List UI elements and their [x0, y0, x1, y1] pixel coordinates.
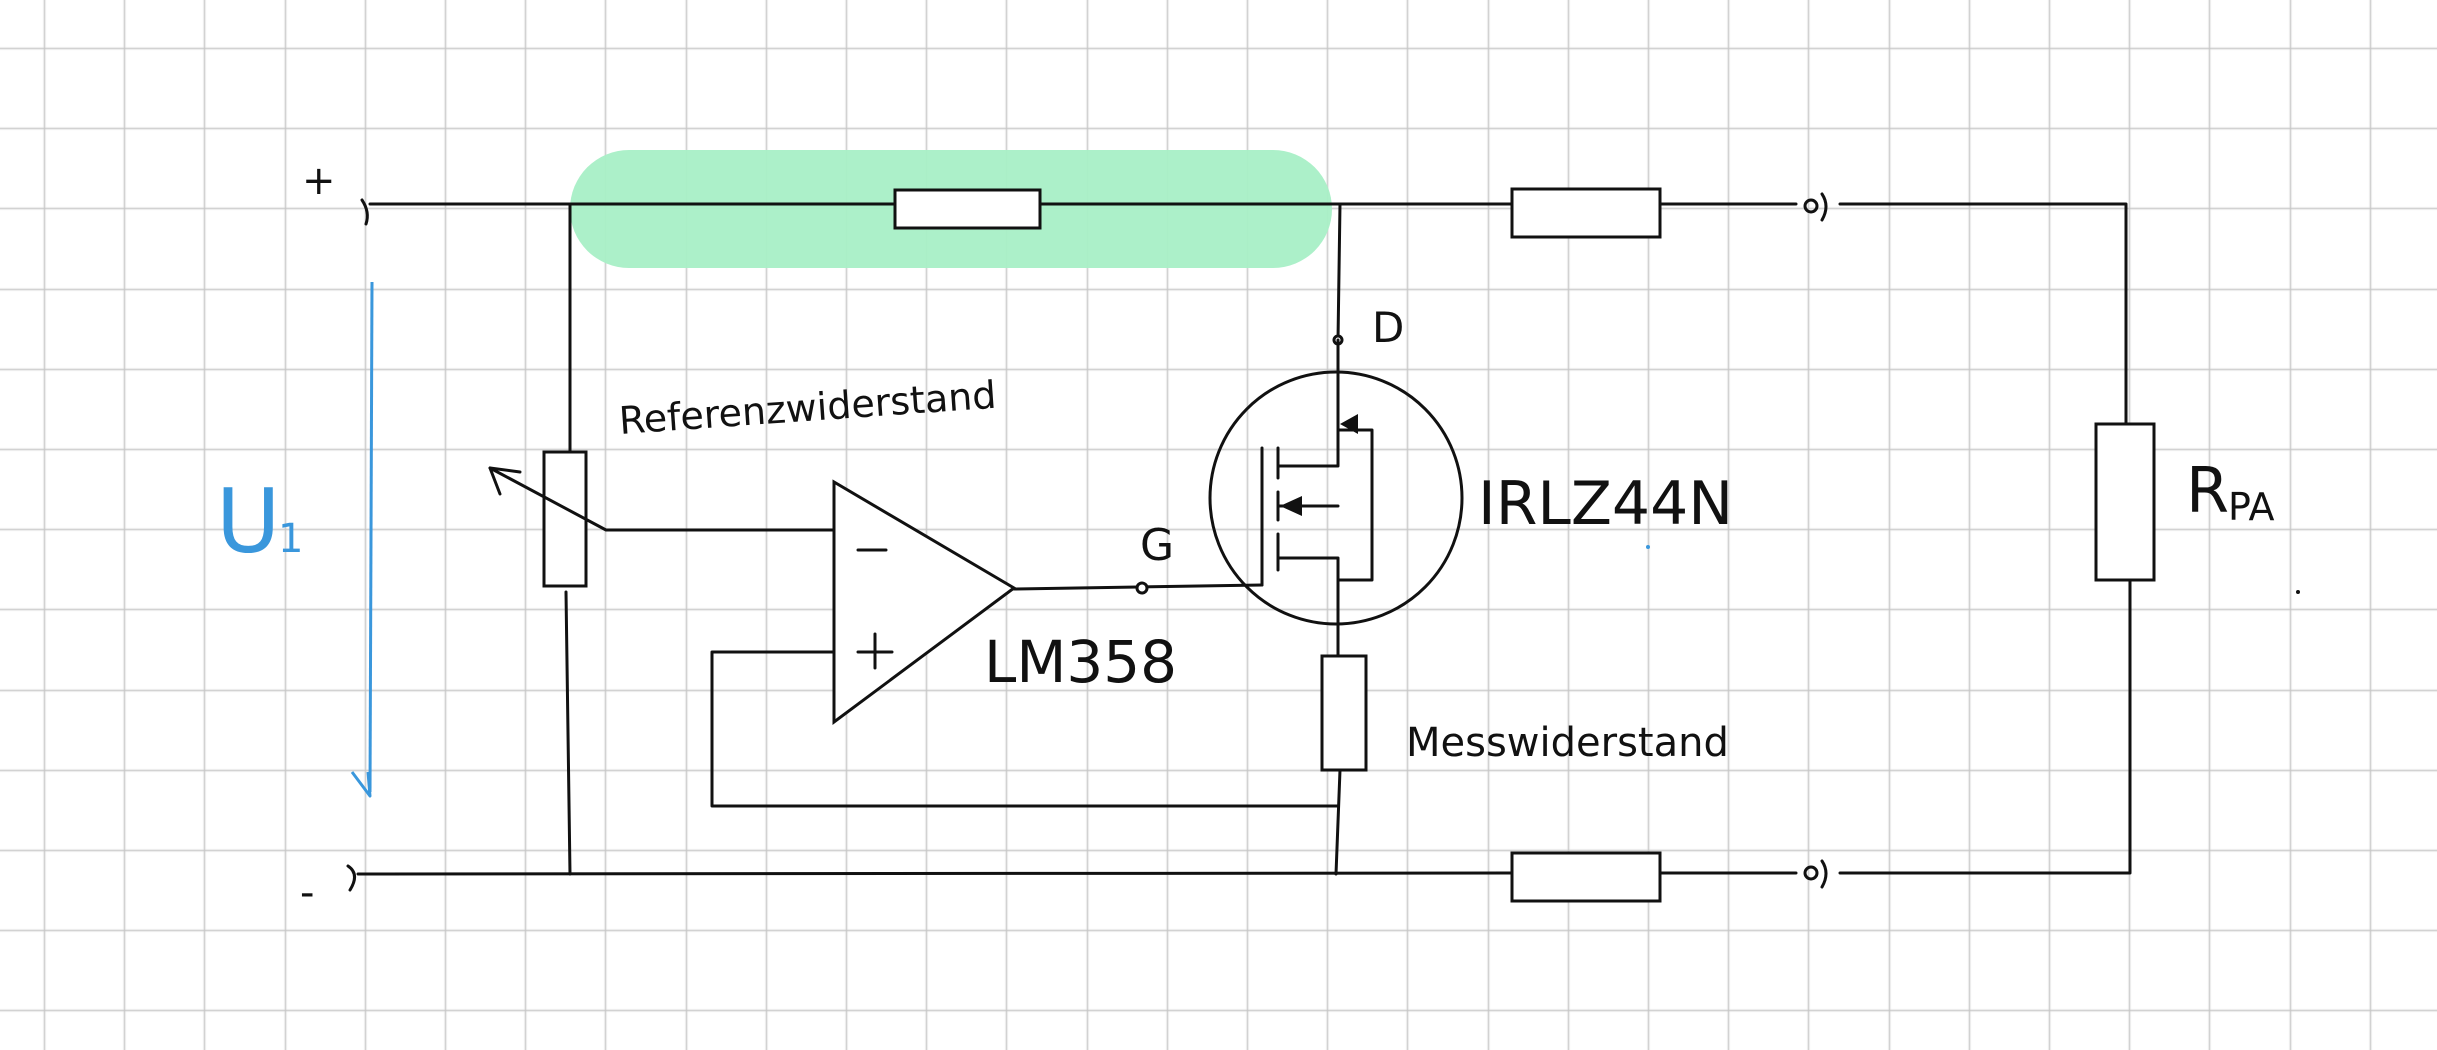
mosfet-circle	[1208, 370, 1464, 626]
pot-wire-bottom	[564, 590, 572, 876]
measurement-resistor	[1320, 654, 1368, 772]
output-resistor-top	[1510, 187, 1662, 239]
voltage-arrow-shaft	[368, 281, 374, 793]
potentiometer-arrow	[488, 466, 522, 496]
load-label-subscript: PA	[2228, 485, 2274, 529]
minus-terminal-mark	[346, 864, 356, 892]
load-resistor	[2094, 422, 2156, 582]
potentiometer-wiper	[488, 466, 836, 532]
top-rail-load	[1838, 202, 2128, 426]
stray-dot	[1646, 545, 1650, 549]
opamp-name-label: LM358	[984, 628, 1177, 696]
mosfet-body-arrow	[1280, 496, 1302, 516]
measurement-wire-bottom	[1334, 768, 1342, 876]
drain-wire	[1336, 202, 1342, 342]
output-terminal-top	[1803, 198, 1819, 214]
output-terminal-top-arc	[1820, 192, 1828, 222]
series-resistor-top	[893, 188, 1042, 230]
opamp-plus-sign	[856, 632, 894, 670]
mosfet-diode-arrow	[1340, 414, 1358, 434]
mosfet-drain-leg	[1276, 338, 1340, 468]
voltage-label: U	[216, 470, 280, 573]
output-terminal-bottom-arc	[1820, 859, 1828, 889]
output-resistor-bottom	[1510, 851, 1662, 903]
mosfet-name-label: IRLZ44N	[1478, 469, 1733, 539]
mosfet-diode	[1336, 428, 1374, 582]
gate-label: G	[1140, 520, 1174, 571]
plus-terminal-mark	[360, 198, 369, 226]
feedback-loop	[710, 650, 1340, 808]
voltage-arrow-head	[350, 771, 372, 798]
bottom-rail-load	[1838, 578, 2132, 875]
plus-terminal-label: +	[302, 158, 336, 204]
stray-dot-right	[2296, 590, 2300, 594]
load-label: R	[2186, 454, 2229, 527]
minus-terminal-label: -	[300, 870, 314, 916]
reference-resistor-label: Referenzwiderstand	[618, 373, 998, 443]
drain-label: D	[1372, 303, 1404, 352]
gate-node	[1135, 581, 1149, 595]
measure-resistor-label: Messwiderstand	[1406, 720, 1729, 766]
mosfet-source-leg	[1276, 556, 1340, 658]
opamp-triangle	[832, 479, 1017, 725]
voltage-label-subscript: 1	[278, 516, 303, 562]
bottom-rail-left	[356, 871, 1514, 876]
reference-potentiometer	[542, 450, 588, 588]
output-terminal-bottom	[1803, 865, 1819, 881]
